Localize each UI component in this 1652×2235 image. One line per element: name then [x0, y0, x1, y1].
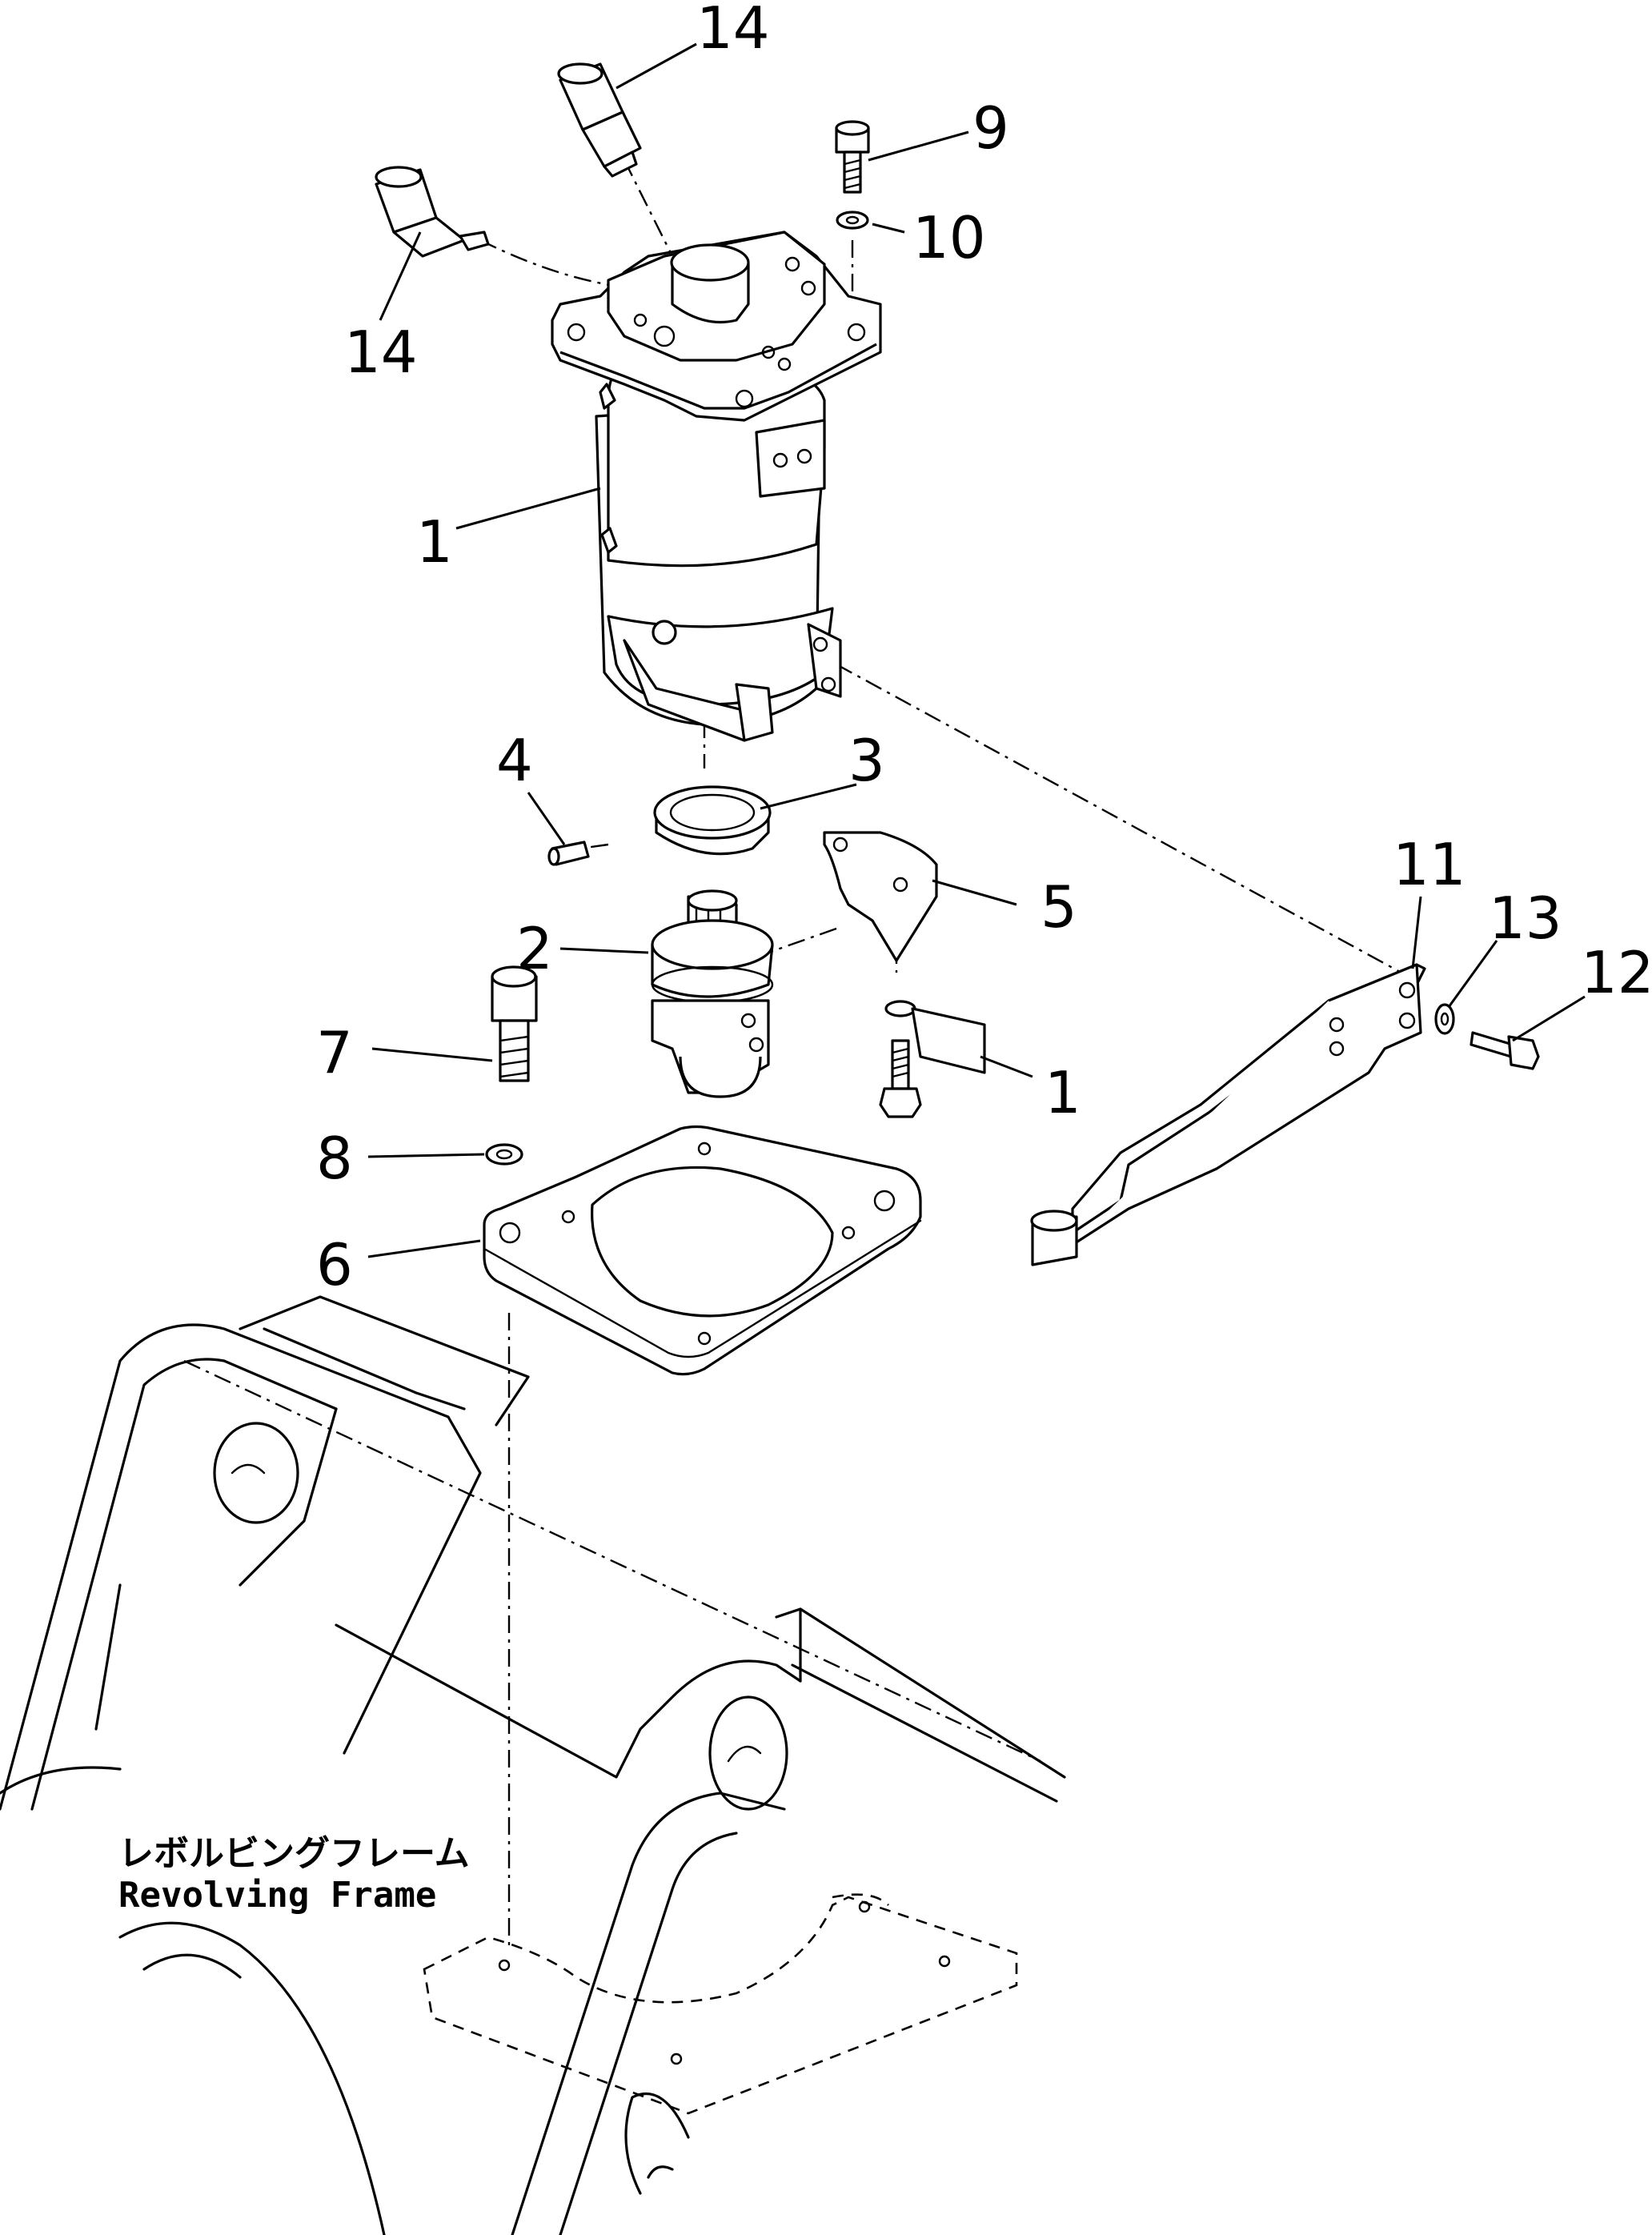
bolt-with-tag-1 [879, 1000, 986, 1118]
washer-8 [485, 1143, 523, 1166]
bracket-5 [823, 831, 938, 962]
pinion-2 [651, 889, 774, 1098]
callout-6: 6 [316, 1231, 353, 1298]
revolving-frame-label: レボルビングフレーム Revolving Frame [112, 1829, 470, 1917]
bolt-12 [1470, 1031, 1540, 1070]
callout-11: 11 [1393, 831, 1466, 898]
callout-8: 8 [316, 1125, 353, 1192]
callout-2: 2 [516, 915, 553, 982]
sensor-plug-upper [557, 62, 642, 178]
arm-bracket-11 [1030, 963, 1426, 1266]
callout-1-motor: 1 [416, 508, 453, 576]
callout-10: 10 [912, 204, 986, 271]
callout-14-left: 14 [344, 319, 418, 386]
revolving-frame-drawing [0, 1295, 1066, 2235]
callout-3: 3 [848, 727, 885, 794]
callout-14-upper: 14 [696, 0, 770, 62]
bolt-9 [835, 120, 870, 194]
callout-13: 13 [1489, 885, 1562, 952]
sensor-plug-left [375, 166, 490, 258]
frame-label-japanese: レボルビングフレーム [118, 1833, 470, 1874]
callout-7: 7 [316, 1019, 353, 1086]
mounting-plate-6 [483, 1125, 922, 1376]
callout-12: 12 [1581, 939, 1652, 1006]
leader-lines [367, 42, 1586, 1258]
swing-motor-1 [551, 231, 882, 742]
callout-numbers: 14 14 9 10 1 4 3 2 5 1 7 8 6 11 13 12 [316, 0, 1652, 1298]
callout-9: 9 [972, 94, 1009, 162]
callout-5: 5 [1041, 873, 1077, 941]
washer-13 [1434, 1003, 1455, 1035]
callout-1-bolt: 1 [1045, 1059, 1081, 1126]
frame-label-english: Revolving Frame [118, 1875, 436, 1916]
callout-4: 4 [496, 727, 533, 794]
washer-10 [836, 211, 869, 230]
ring-3 [653, 785, 772, 856]
bolt-7 [491, 965, 538, 1082]
pin-4 [547, 841, 590, 866]
